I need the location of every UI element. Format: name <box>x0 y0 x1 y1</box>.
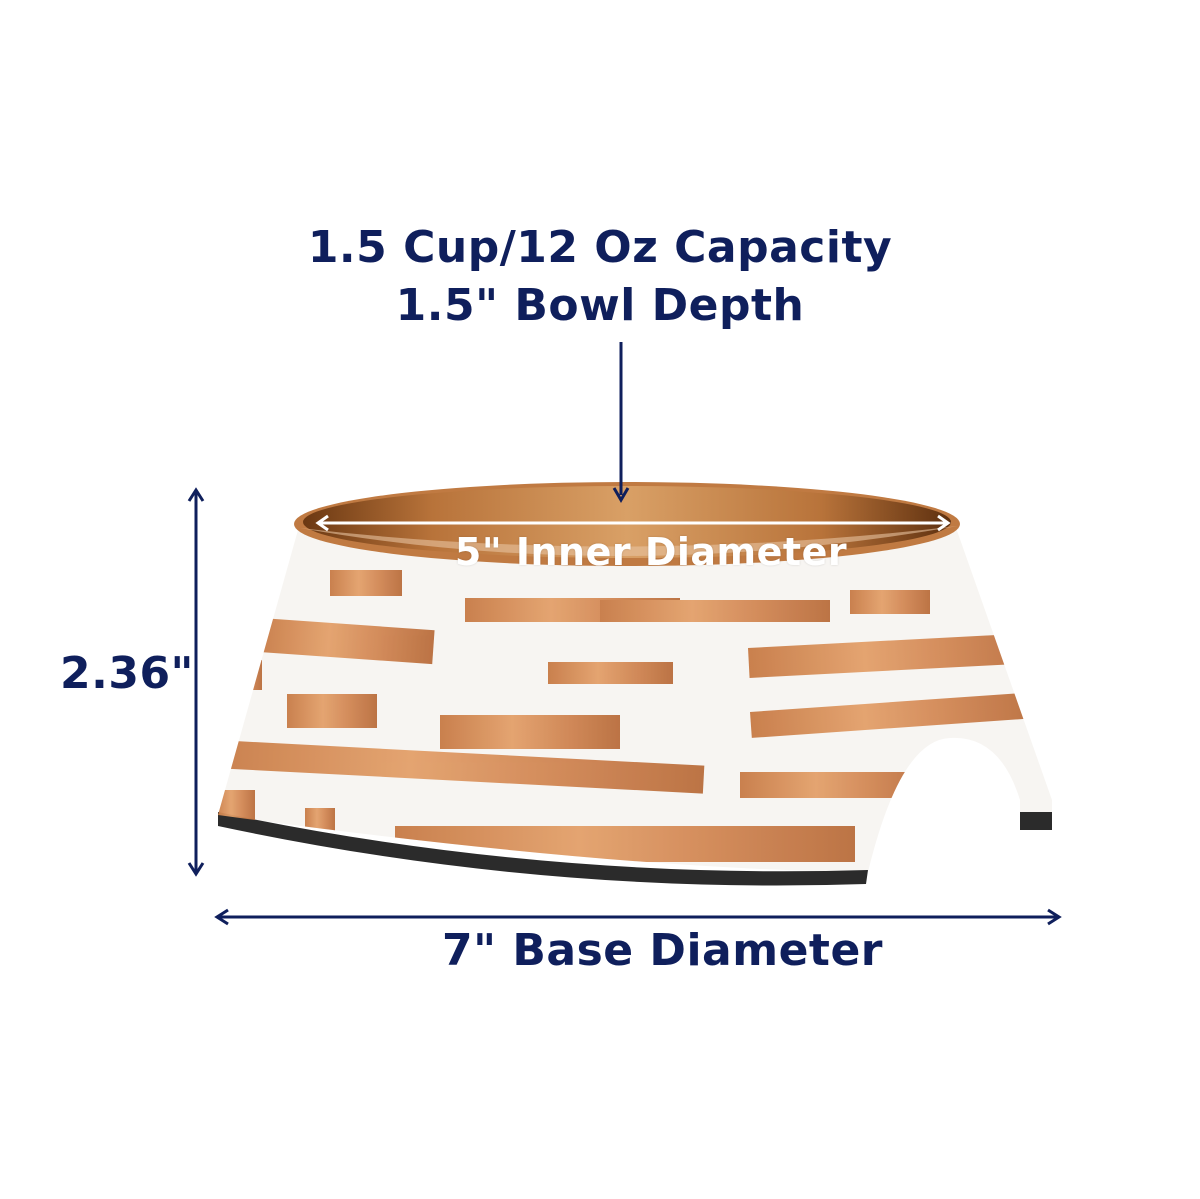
height-label: 2.36" <box>60 648 194 699</box>
bowl-depth-label: 1.5" Bowl Depth <box>395 280 805 331</box>
bowl-body <box>218 482 1052 886</box>
height-arrow <box>187 487 205 877</box>
base-diameter-label: 7" Base Diameter <box>442 925 883 976</box>
base-diameter-arrow <box>214 908 1062 926</box>
inner-diameter-arrow <box>315 514 951 532</box>
inner-diameter-label: 5" Inner Diameter <box>454 530 848 574</box>
depth-arrow <box>612 342 630 503</box>
capacity-label: 1.5 Cup/12 Oz Capacity <box>307 222 893 273</box>
